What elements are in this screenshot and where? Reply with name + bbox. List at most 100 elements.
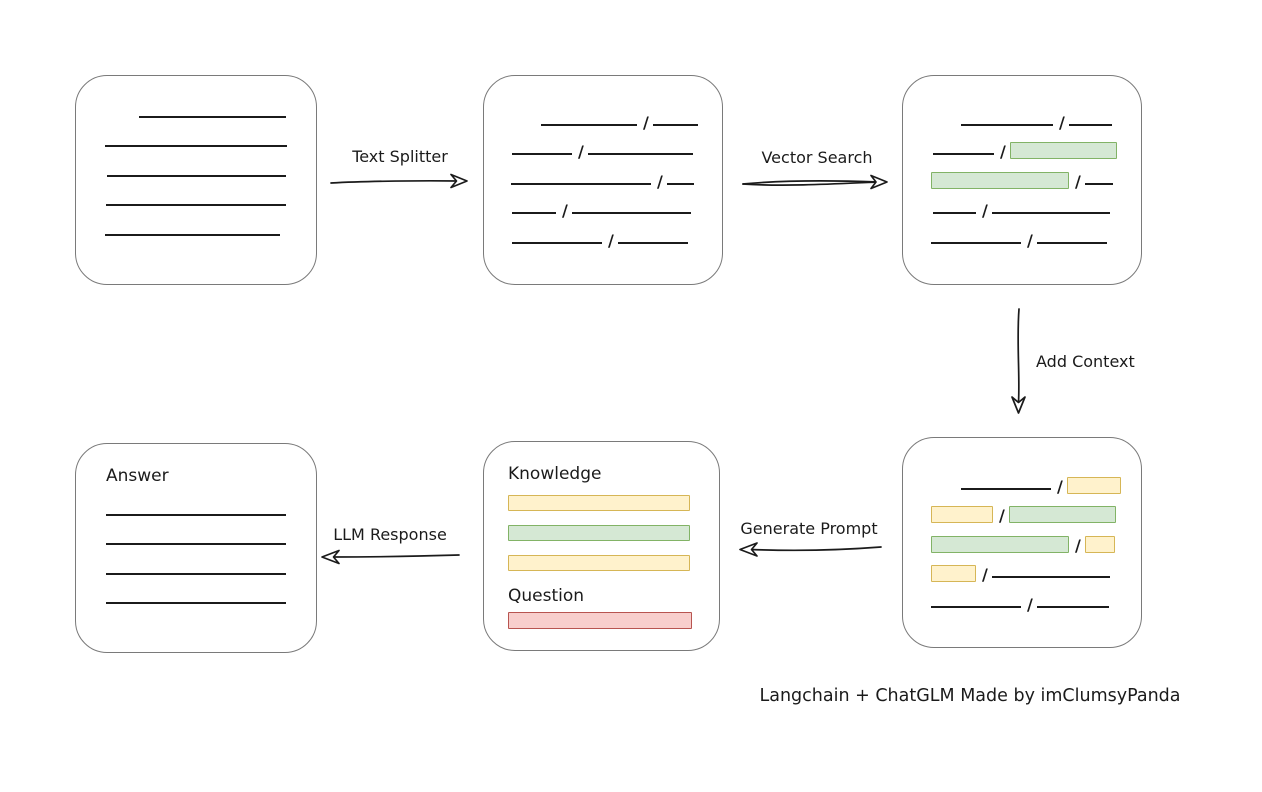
matched-chunks-box: / / / / / [902,75,1142,285]
text-line-row [76,150,316,180]
text-line [931,605,1021,608]
yellow-chunk-bar [508,555,690,571]
text-line-row: / [903,463,1141,496]
text-line [587,153,693,155]
vector-search-label: Vector Search [761,148,873,167]
text-line-row: / [484,158,722,191]
text-line-row [76,91,316,121]
slash-separator: / [578,142,584,161]
vector-search-arrow [742,174,888,190]
diagram-caption: Langchain + ChatGLM Made by imClumsyPand… [759,686,1181,706]
text-line [106,543,286,545]
text-line [617,241,688,244]
slash-separator: / [1075,535,1081,555]
generate-prompt-arrow [739,542,882,557]
generate-prompt-label: Generate Prompt [740,519,878,538]
slash-separator: / [643,112,649,132]
slash-separator: / [982,565,988,584]
answer-box: Answer [75,443,317,653]
text-line [961,123,1053,126]
prompt-box: Knowledge Question [483,441,720,651]
text-line [139,115,286,118]
slash-separator: / [608,230,614,250]
text-line [512,153,572,155]
highlighted-chunk-green [1009,142,1117,159]
text-line [106,572,286,575]
document-lines [76,76,316,239]
green-chunk-bar [508,525,690,541]
text-line [931,241,1021,244]
text-line [933,212,976,214]
slash-separator: / [982,201,988,220]
slash-separator: / [1075,171,1081,191]
text-line [666,182,694,185]
split-chunks-lines: / / / / / [484,76,722,250]
text-line [1068,123,1112,126]
highlighted-chunk-green [931,535,1069,553]
text-line-row [76,180,316,210]
text-line-row: / [903,99,1141,130]
text-line-row: / [903,158,1141,191]
knowledge-label: Knowledge [508,464,602,484]
text-line [105,233,280,236]
text-line-row: / [903,581,1141,614]
text-line-row: / [903,493,1141,525]
red-chunk-bar [508,612,692,629]
text-line [991,576,1110,578]
text-line [106,602,286,604]
text-line [512,241,602,244]
question-bars [508,612,719,629]
text-line-row: / [484,99,722,132]
prompt-content: Knowledge Question [484,442,719,629]
highlighted-chunk-yellow [1084,535,1115,553]
text-line [511,182,651,185]
text-line [512,212,556,214]
text-line-row: / [903,522,1141,555]
text-line [1084,182,1113,185]
text-line-row: / [484,188,722,220]
llm-response-label: LLM Response [333,525,447,544]
document-box [75,75,317,285]
text-line-row [76,121,316,151]
context-chunks-box: / / / / / [902,437,1142,648]
text-line [106,204,286,206]
highlighted-chunk-yellow [1066,476,1121,494]
slash-separator: / [562,201,568,220]
text-splitter-label: Text Splitter [352,147,448,166]
knowledge-bars [508,495,719,571]
yellow-chunk-bar [508,495,690,511]
text-line [933,153,994,155]
text-line [541,123,637,126]
text-line [1036,241,1107,244]
slash-separator: / [1000,142,1006,161]
highlighted-chunk-yellow [931,565,976,582]
split-chunks-box: / / / / / [483,75,723,285]
text-line [1036,605,1109,608]
text-line-row: / [903,552,1141,584]
text-splitter-arrow [330,173,468,189]
text-line-row: / [484,129,722,161]
text-line-row [76,548,316,578]
slash-separator: / [1027,594,1033,614]
slash-separator: / [999,506,1005,525]
text-line-row: / [903,188,1141,220]
text-line-row: / [484,217,722,250]
text-line-row [76,519,316,549]
answer-label: Answer [106,466,169,486]
text-line [107,174,286,177]
text-line-row [76,209,316,239]
llm-response-arrow [321,549,460,565]
highlighted-chunk-green [931,171,1069,189]
text-line [105,145,287,147]
text-line [106,513,286,516]
text-line-row: / [903,129,1141,161]
context-chunks-lines: / / / / / [903,438,1141,614]
slash-separator: / [1057,476,1063,496]
add-context-arrow [1011,308,1026,414]
slash-separator: / [657,171,663,191]
highlighted-chunk-green [1008,506,1116,523]
text-line-row: / [903,217,1141,250]
answer-lines [76,444,316,607]
slash-separator: / [1027,230,1033,250]
